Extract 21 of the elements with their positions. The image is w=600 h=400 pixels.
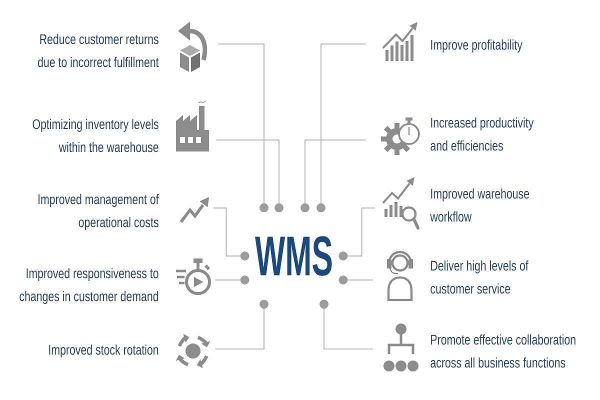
benefit-text: Optimizing inventory levels within the warehouse xyxy=(32,118,158,152)
benefit-text: Deliver high levels of customer service xyxy=(430,260,528,294)
benefit-text: Improved management of operational costs xyxy=(38,194,159,230)
benefit-text: Improve profitability xyxy=(431,39,522,53)
benefit-text: Improved warehouse workflow xyxy=(430,188,530,222)
benefit-text: Promote effective collaboration across all business functions xyxy=(430,334,576,368)
connector-line xyxy=(214,300,268,350)
benefit-text: Reduce customer returns due to incorrect fulfillment xyxy=(38,34,159,68)
benefit-text: Increased productivity and efficiencies xyxy=(430,117,534,151)
connector-line xyxy=(212,208,250,260)
connector-line xyxy=(320,300,374,350)
hub-label: WMS xyxy=(255,236,332,276)
connector-line xyxy=(214,276,250,284)
connector-line xyxy=(300,140,366,212)
benefit-text: Improved responsiveness to changes in customer demand xyxy=(20,268,158,304)
connector-line xyxy=(316,44,366,212)
connector-line xyxy=(218,44,268,212)
connector-line xyxy=(338,276,374,284)
connector-line xyxy=(216,140,284,212)
connector-line xyxy=(338,208,376,260)
benefit-text: Improved stock rotation xyxy=(49,344,158,358)
